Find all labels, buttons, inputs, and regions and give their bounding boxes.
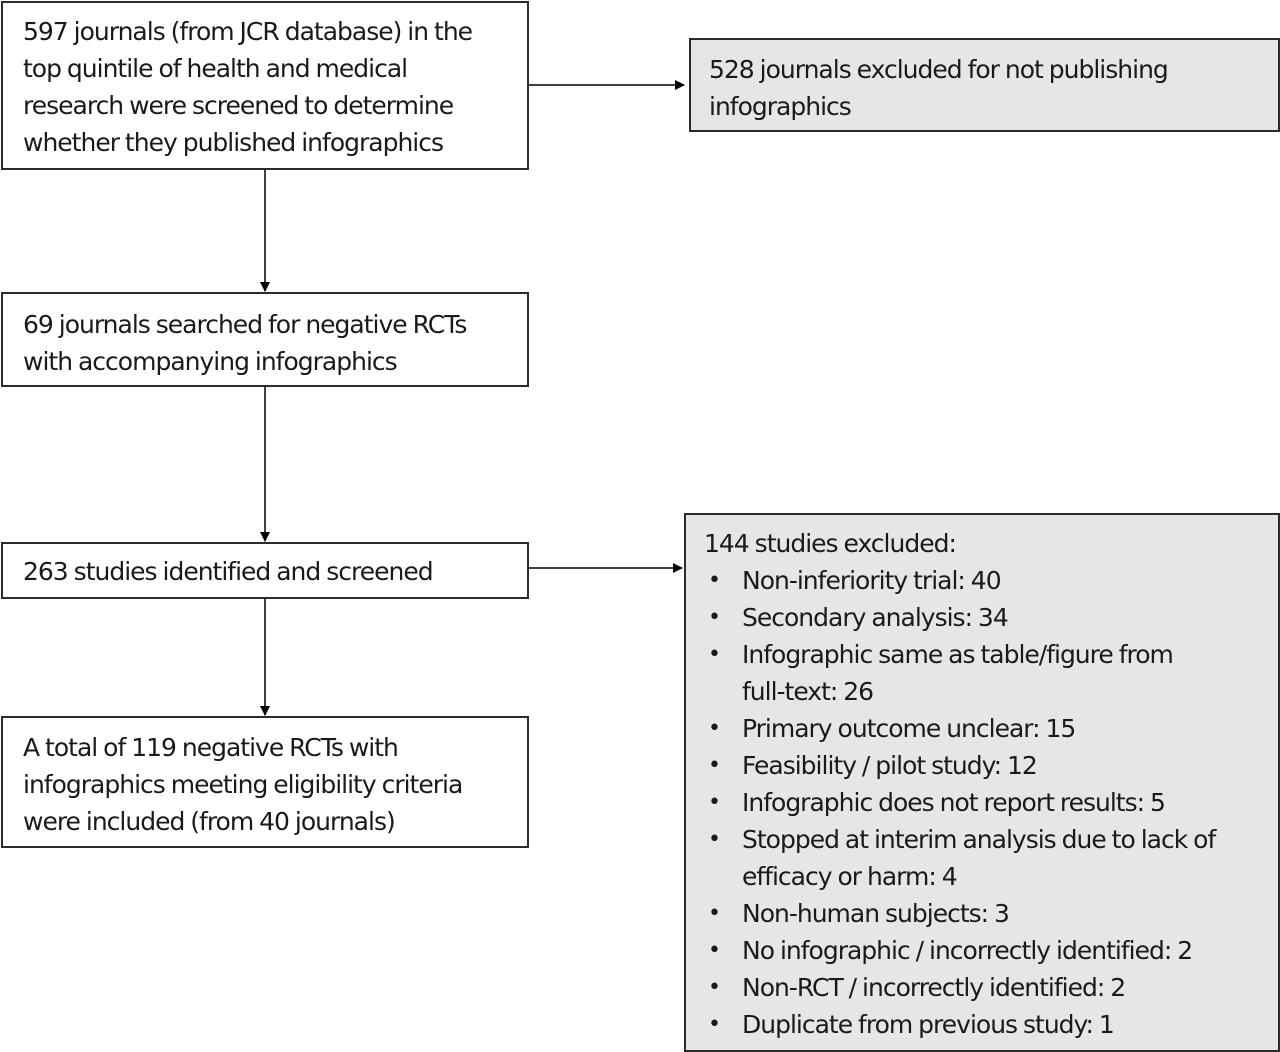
exclusion-reason-item: • Feasibility / pilot study: 12 [704,747,1278,784]
bullet-icon: • [708,901,721,926]
exclusion-reason-text: Infographic same as table/figure from fu… [742,640,1174,706]
exclusion-reason-item: • Non-RCT / incorrectly identified: 2 [704,969,1278,1006]
exclusion-reason-item: • Duplicate from previous study: 1 [704,1006,1278,1043]
searched-journals-box: 69 journals searched for negative RCTs w… [1,292,529,387]
exclusion-reason-item: • Secondary analysis: 34 [704,599,1278,636]
screened-journals-box: 597 journals (from JCR database) in the … [1,1,529,170]
exclusion-reason-item: • Primary outcome unclear: 15 [704,710,1278,747]
bullet-icon: • [708,790,721,815]
screened-journals-text: 597 journals (from JCR database) in the … [23,17,473,157]
exclusion-reason-text: Non-human subjects: 3 [742,899,1010,928]
exclusion-reasons-list: • Non-inferiority trial: 40 • Secondary an… [704,562,1278,1043]
bullet-icon: • [708,642,721,667]
exclusion-reason-text: Feasibility / pilot study: 12 [742,751,1038,780]
excluded-studies-heading: 144 studies excluded: [704,529,957,558]
excluded-journals-box: 528 journals excluded for not publishing… [689,38,1280,132]
exclusion-reason-text: Infographic does not report results: 5 [742,788,1166,817]
exclusion-reason-text: Primary outcome unclear: 15 [742,714,1076,743]
exclusion-reason-item: • Non-inferiority trial: 40 [704,562,1278,599]
exclusion-reason-item: • Infographic does not report results: 5 [704,784,1278,821]
exclusion-reason-text: No infographic / incorrectly identified:… [742,936,1193,965]
exclusion-reason-text: Duplicate from previous study: 1 [742,1010,1115,1039]
exclusion-reason-text: Non-RCT / incorrectly identified: 2 [742,973,1126,1002]
exclusion-reason-item: • Non-human subjects: 3 [704,895,1278,932]
bullet-icon: • [708,827,721,852]
searched-journals-text: 69 journals searched for negative RCTs w… [23,310,467,376]
identified-studies-text: 263 studies identified and screened [23,557,434,586]
bullet-icon: • [708,1012,721,1037]
exclusion-reason-text: Non-inferiority trial: 40 [742,566,1002,595]
included-studies-text: A total of 119 negative RCTs with infogr… [23,733,463,836]
exclusion-reason-text: Stopped at interim analysis due to lack … [742,825,1216,891]
identified-studies-box: 263 studies identified and screened [1,542,529,599]
exclusion-reason-item: • Infographic same as table/figure from f… [704,636,1278,710]
exclusion-reason-item: • Stopped at interim analysis due to lack… [704,821,1278,895]
exclusion-reason-item: • No infographic / incorrectly identified… [704,932,1278,969]
bullet-icon: • [708,938,721,963]
bullet-icon: • [708,753,721,778]
bullet-icon: • [708,975,721,1000]
bullet-icon: • [708,605,721,630]
exclusion-reason-text: Secondary analysis: 34 [742,603,1009,632]
excluded-studies-box: 144 studies excluded: • Non-inferiority t… [684,513,1280,1052]
included-studies-box: A total of 119 negative RCTs with infogr… [1,716,529,848]
bullet-icon: • [708,568,721,593]
bullet-icon: • [708,716,721,741]
excluded-journals-text: 528 journals excluded for not publishing… [709,55,1169,121]
